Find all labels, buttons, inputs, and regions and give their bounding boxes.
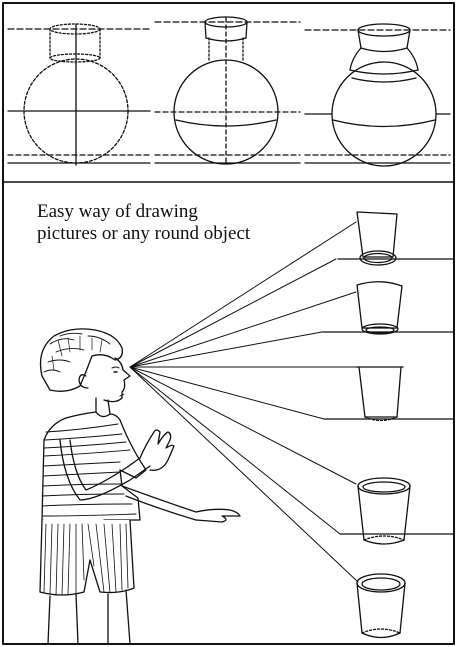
sight-lines — [130, 222, 358, 582]
cup-well-below — [357, 574, 405, 638]
caption-line-2: pictures or any round object — [37, 223, 337, 245]
boy-hand-raised — [140, 430, 174, 470]
vase-step-1 — [8, 24, 150, 165]
cup-slightly-above — [322, 282, 453, 334]
boy-legs — [48, 590, 130, 644]
cup-eye-above — [338, 212, 453, 265]
cup-below — [340, 478, 453, 544]
boy-hand-extended — [196, 509, 240, 522]
boy-face — [104, 358, 130, 402]
cup-eye-level — [324, 367, 453, 421]
boy-shirt — [42, 412, 146, 527]
caption-line-1: Easy way of drawing — [37, 201, 337, 223]
vase-step-2 — [155, 17, 300, 165]
vase-step-3 — [305, 24, 450, 166]
